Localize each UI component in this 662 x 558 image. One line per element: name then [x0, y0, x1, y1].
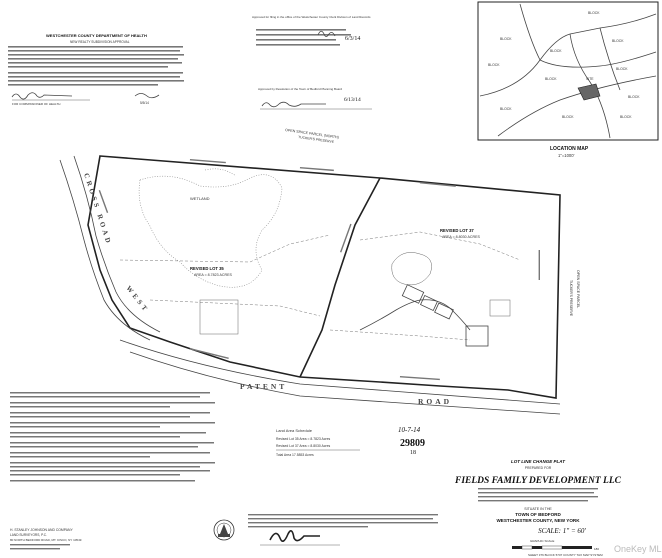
- location-map: BLOCK BLOCK BLOCK BLOCK BLOCK BLOCK BLOC…: [477, 1, 659, 158]
- drawing-scale: SCALE: 1" = 60': [538, 527, 586, 535]
- stamp-number: 29809: [400, 438, 425, 449]
- health-subtitle: NEW REALTY SUBDIVISION APPROVAL: [70, 40, 130, 44]
- plat-type: LOT LINE CHANGE PLAT: [511, 459, 566, 464]
- map-site-label: SITE: [586, 77, 594, 81]
- health-title: WESTCHESTER COUNTY DEPARTMENT OF HEALTH: [46, 33, 147, 38]
- certification-text: [248, 514, 438, 528]
- planning-approval-date: 6/13/14: [344, 97, 361, 103]
- lot-line: [299, 177, 381, 378]
- map-block-label: BLOCK: [488, 63, 500, 67]
- stamp-suffix: 18: [410, 450, 416, 456]
- general-notes: [10, 392, 215, 482]
- house: [401, 284, 454, 320]
- revised-lot-35: REVISED LOT 35: [190, 266, 224, 271]
- map-block-label: BLOCK: [545, 77, 557, 81]
- revised-lot-37-area: AREA = 8.8030 ACRES: [442, 235, 480, 239]
- map-block-label: BLOCK: [500, 37, 512, 41]
- map-block-label: BLOCK: [620, 115, 632, 119]
- map-block-label: BLOCK: [500, 107, 512, 111]
- cross-road-label: CROSS ROAD: [82, 172, 113, 246]
- west-road-label: WEST: [124, 284, 150, 314]
- patent-road-label: PATENT: [240, 382, 287, 391]
- revised-lot-35-area: AREA = 8.7823 ACRES: [194, 273, 232, 277]
- situate-label: SITUATE IN THE: [524, 507, 552, 511]
- health-approval-block: WESTCHESTER COUNTY DEPARTMENT OF HEALTH …: [8, 33, 184, 106]
- land-area-schedule: Land Area Schedule Revised Lot 35 Area =…: [276, 428, 360, 457]
- surveyor-firm: H. STANLEY JOHNSON AND COMPANY: [10, 528, 73, 532]
- graphic-scale-bar: [512, 545, 592, 550]
- schedule-total: Total Area 17.5853 Acres: [276, 453, 314, 457]
- plan-drawing: OPEN SPACE PARCEL (NORTH) TUCKER'S PRESE…: [59, 128, 580, 415]
- planning-signature: [261, 101, 326, 108]
- planning-approval-block: Approved by Resolution of the Town of Be…: [258, 87, 372, 110]
- recording-stamp: 10-7-14 29809 18: [398, 426, 425, 456]
- revised-lot-37: REVISED LOT 37: [440, 228, 474, 233]
- schedule-row: Revised Lot 35 Area = 8.7823 Acres: [276, 437, 330, 441]
- surveyor-block: H. STANLEY JOHNSON AND COMPANY LAND SURV…: [10, 528, 82, 550]
- site-parcel: [577, 83, 601, 101]
- county-name: WESTCHESTER COUNTY, NEW YORK: [496, 518, 580, 523]
- surveyor-address: 80 NORTH BEDFORD ROAD, MT. KISCO, NY 105…: [10, 538, 82, 542]
- owner-name: FIELDS FAMILY DEVELOPMENT LLC: [454, 476, 622, 486]
- wetland-left: [138, 174, 283, 288]
- graphic-scale-label: GRAPHIC SCALE: [530, 539, 554, 543]
- outbuilding: [465, 325, 489, 347]
- certification-signature: [269, 530, 320, 542]
- tax-map-reference: SHEET 376 BLOCK 5707 COUNTY TAX MAP SYST…: [528, 553, 603, 557]
- health-date: 5/5/14: [140, 101, 149, 105]
- schedule-row: Revised Lot 37 Area = 8.8030 Acres: [276, 444, 330, 448]
- driveway: [359, 299, 471, 331]
- road-label: ROAD: [418, 397, 452, 406]
- surveyor-seal: [213, 519, 235, 541]
- county-approval-heading: Approved for filing in the office of the…: [252, 15, 371, 19]
- map-block-label: BLOCK: [612, 39, 624, 43]
- location-map-scale: 1"=1000': [558, 153, 575, 158]
- open-space-top-sub: TUCKER'S PRESERVE: [298, 135, 335, 144]
- county-approval-date: 6/3/14: [345, 36, 360, 42]
- surveyor-role: LAND SURVEYORS, P.C.: [10, 533, 47, 537]
- town-name: TOWN OF BEDFORD: [515, 512, 561, 517]
- schedule-title: Land Area Schedule: [276, 428, 313, 433]
- map-block-label: BLOCK: [588, 11, 600, 15]
- map-block-label: BLOCK: [550, 49, 562, 53]
- health-signature-label: FOR COMMISSIONER OF HEALTH: [12, 102, 60, 106]
- graphic-scale-end: 180: [594, 547, 599, 551]
- wetland-label: WETLAND: [190, 196, 210, 201]
- map-block-label: BLOCK: [616, 67, 628, 71]
- pond: [391, 252, 432, 286]
- health-body-text: [8, 46, 184, 86]
- map-block-label: BLOCK: [562, 115, 574, 119]
- open-space-top-label: OPEN SPACE PARCEL (NORTH): [285, 128, 339, 140]
- map-block-label: BLOCK: [628, 95, 640, 99]
- watermark: OneKey MLS: [614, 544, 662, 554]
- open-space-right-sub: TUCKER'S PRESERVE: [569, 280, 573, 317]
- open-space-right-label: OPEN SPACE PARCEL: [576, 270, 580, 308]
- location-map-title: LOCATION MAP: [550, 146, 589, 152]
- health-signature: [11, 92, 73, 100]
- planning-approval-heading: Approved by Resolution of the Town of Be…: [258, 87, 342, 91]
- county-signature: [317, 30, 336, 37]
- stamp-date: 10-7-14: [398, 426, 421, 434]
- county-approval-block: Approved for filing in the office of the…: [252, 15, 371, 46]
- prepared-for: PREPARED FOR: [525, 466, 552, 470]
- title-block: LOT LINE CHANGE PLAT PREPARED FOR FIELDS…: [454, 459, 622, 557]
